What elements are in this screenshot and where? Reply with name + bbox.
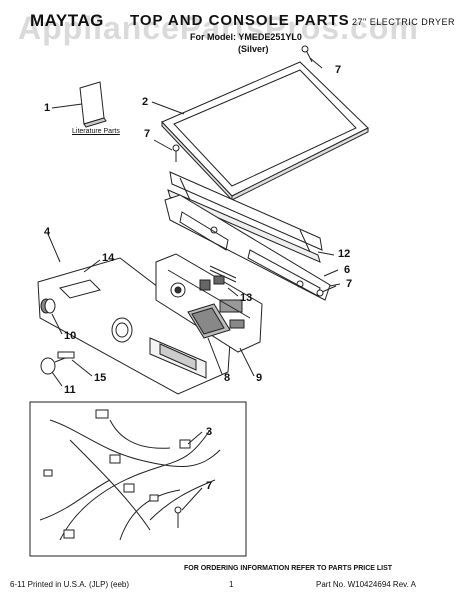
callout-14: 14 [102,252,115,264]
callout-12: 12 [338,248,351,260]
callout-7-right: 7 [346,278,353,290]
callout-7-top: 7 [335,64,342,76]
model-color: (Silver) [238,44,269,54]
brand-logo: MAYTAG [30,11,104,30]
callout-15: 15 [94,372,107,384]
literature-label: Literature Parts [72,128,120,135]
part-number: Part No. W10424694 Rev. A [316,580,416,589]
callout-7-left: 7 [144,128,151,140]
callout-2: 2 [142,96,149,108]
ordering-info: FOR ORDERING INFORMATION REFER TO PARTS … [184,565,393,572]
callout-7-bottom: 7 [206,480,213,492]
knob-assembly [40,351,75,375]
console-rear [164,194,331,301]
display-module [187,303,231,339]
screw-top [301,45,313,63]
print-info: 6-11 Printed in U.S.A. (JLP) (eeb) [10,580,130,589]
screw-bottom [174,506,182,528]
callout-4: 4 [44,226,51,238]
knob [40,298,56,314]
product-type: 27" ELECTRIC DRYER [352,17,456,27]
screw-left [172,144,180,162]
callout-1: 1 [44,102,51,114]
callout-6: 6 [344,264,351,276]
watermark: AppliancePartsPros.com [18,10,419,46]
control-board [155,253,263,353]
console-bracket [167,171,323,263]
page-number: 1 [229,580,234,589]
callout-10: 10 [64,330,77,342]
small-parts [209,265,237,283]
callout-8: 8 [224,372,231,384]
page-title: TOP AND CONSOLE PARTS [130,12,350,29]
wire-harness [29,401,247,557]
console-front [37,257,231,395]
top-panel [161,61,369,202]
screw-right [316,285,337,297]
callout-9: 9 [256,372,263,384]
model-number: For Model: YMEDE251YL0 [190,32,302,42]
callout-11: 11 [64,384,76,396]
callout-3: 3 [206,426,213,438]
callout-13: 13 [240,292,253,304]
literature-booklet [79,81,107,128]
